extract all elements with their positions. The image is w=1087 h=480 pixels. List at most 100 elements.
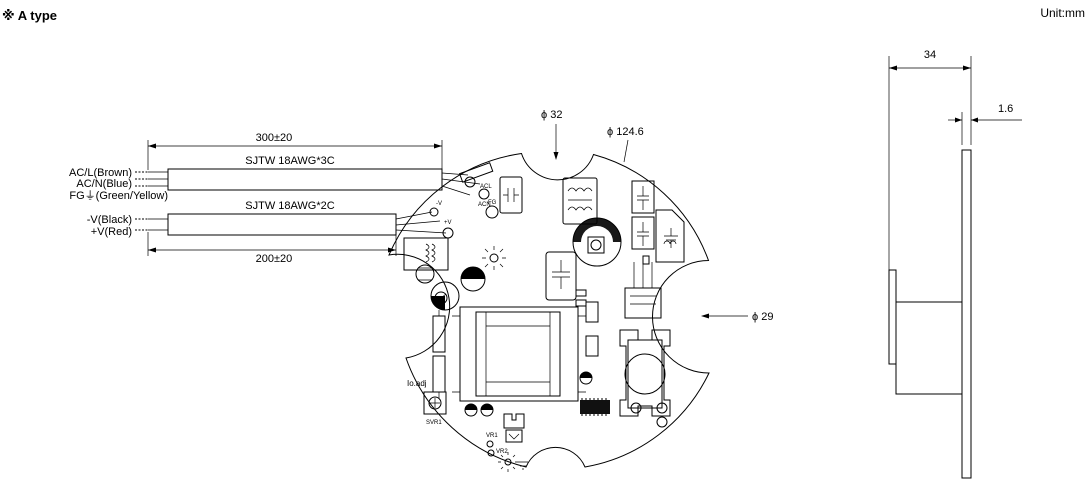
bulk-cap-terminal [587,236,605,254]
cap-small-polarity [461,267,485,279]
main-transformer [459,306,579,402]
ic-chip [580,400,610,414]
side-transformer [895,301,963,395]
cable2-jacket [167,213,397,236]
cable1-jacket [167,168,443,191]
pad-vminus [429,207,439,217]
label-svr1: SVR1 [426,420,442,426]
fuse [458,162,494,183]
arrow-16-right [971,117,978,123]
main-transformer-pins [452,315,586,393]
main-transformer-windings [485,312,551,396]
film-capacitor-symbol [552,260,570,289]
side-pcb-edge [961,149,972,479]
vr1-pad [486,440,494,448]
film-capacitor [545,251,577,301]
board-diameter-label: ϕ 124.6 [607,126,644,138]
pad-acn [478,188,490,200]
screw-left [434,291,448,305]
bridge-symbol [663,228,678,248]
pad-bottom-1 [630,402,642,414]
inductor-left-symbol [425,243,436,263]
wire-label-fg: FG⏚(Green/Yellow) [69,189,168,202]
arrow-phi32 [553,152,559,160]
cable2-wire-ends [135,218,168,231]
resistor-vert-1 [432,315,446,353]
label-vminus: -V [436,201,442,207]
y-capacitor-1 [631,180,655,214]
common-mode-choke [562,177,598,225]
dim-leader-phi124 [623,139,629,163]
pad-acl [464,176,476,188]
pad-fg [485,205,499,219]
label-vr2: VR2 [496,449,508,455]
led-rays [482,246,506,270]
transistor-bottom-2-half [481,404,493,410]
label-acn: ACN [478,202,491,208]
led-bottom [504,458,512,466]
ground-symbol [518,461,528,470]
cable2-length-label: 200±20 [256,253,293,265]
y-capacitor-1-symbol [637,186,649,210]
ic-pins [581,398,607,416]
arrow-phi29 [701,313,709,319]
wire-label-vminus: -V(Black) [87,214,132,226]
arrow-34-right [963,65,971,71]
resistor-vert-2 [432,355,446,393]
led [489,253,499,263]
diode-block-2 [585,335,599,357]
cable2-wires-to-board [395,211,447,234]
diode-block-1 [585,301,599,323]
svr1-knob-cross [430,398,440,408]
label-fg: FG [488,200,497,206]
choke-symbol [567,187,593,211]
resistor-2 [575,299,587,307]
cable-harness: 300±20 SJTW 18AWG*3C SJTW 18AWG*2C 200±2… [69,132,481,265]
vr2-pad [487,449,495,457]
wire-label-vplus: +V(Red) [91,226,132,238]
led-bottom-rays [498,452,518,472]
output-transformer [619,329,671,417]
pad-bottom-2 [656,402,668,414]
arrow-200-left [148,247,156,253]
cable1-wire-ends [135,171,168,187]
inductor-left [403,237,449,271]
cable1-length-label: 300±20 [256,132,293,144]
small-transistor-half [580,372,592,378]
round-pcb: ϕ 32 ϕ 124.6 ϕ 29 ACL ACN FG -V +V [388,109,773,472]
bridge-rectifier [655,209,685,263]
resistor-1 [575,289,587,297]
cable1-spec-label: SJTW 18AWG*3C [245,155,334,167]
arrow-300-left [148,143,156,149]
x-capacitor-symbol [503,188,519,202]
label-vplus: +V [444,220,452,226]
hole-diameter-label: ϕ 32 [541,109,562,121]
mosfet-body [624,287,662,319]
side-thickness-label: 1.6 [998,103,1013,115]
bulk-cap-pad [590,239,602,251]
label-acl: ACL [480,184,492,190]
transistor-1-legs [418,267,432,281]
pad-right-bottom [656,416,668,428]
mosfet-tab [642,255,650,265]
transformer-core [624,353,666,395]
side-view: 34 1.6 [888,49,1022,479]
side-tall-component [888,269,897,365]
unit-label: Unit:mm [1040,6,1085,20]
cable1-wires-to-board [441,172,481,196]
arrow-300-right [434,143,442,149]
main-transformer-core [475,311,561,397]
page-title: ※ A type [2,8,58,23]
y-capacitor-2-symbol [637,222,649,246]
x-capacitor [499,176,523,214]
arrow-16-left [955,117,962,123]
vr-block [505,429,523,443]
arrow-200-right [388,247,396,253]
transistor-1 [415,264,435,284]
notch-diameter-label: ϕ 29 [752,311,773,323]
label-vr1: VR1 [486,433,498,439]
bulk-cap-band [573,218,621,242]
wire-label-acn: AC/N(Blue) [76,178,132,190]
screw-left-slot [435,293,447,303]
